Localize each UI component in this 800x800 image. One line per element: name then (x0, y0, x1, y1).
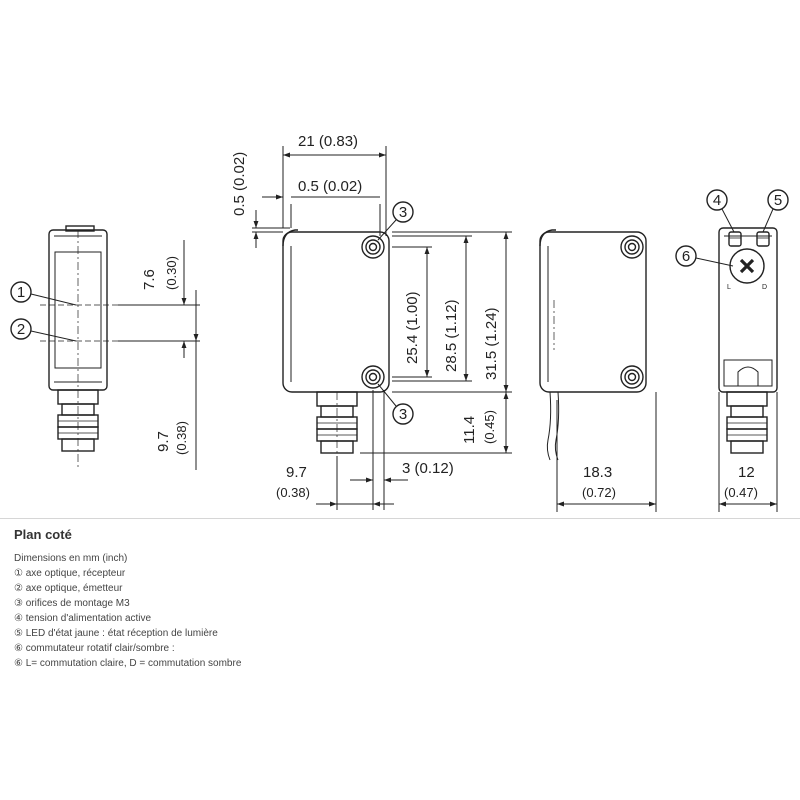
back-view (718, 227, 778, 454)
legend-line-6a: ⑥ commutateur rotatif clair/sombre : (14, 643, 175, 654)
dim-0-5-horizontal (262, 194, 381, 236)
legend-line-4: ④ tension d'alimentation active (14, 613, 152, 624)
dim-9-7-h-inch: (0.38) (276, 485, 310, 500)
front-view (40, 225, 120, 470)
dim-0-5-h-label: 0.5 (0.02) (298, 178, 362, 195)
dim-bottom (316, 390, 408, 510)
dim-9-7-h-label: 9.7 (286, 464, 307, 481)
legend-line-3: ③ orifices de montage M3 (14, 598, 130, 609)
dim-18-3-label: 18.3 (583, 464, 612, 481)
callout-3-bottom: 3 (377, 383, 414, 425)
dim-18-3 (556, 392, 657, 512)
callout-1: 1 (10, 281, 77, 306)
dim-12 (718, 392, 778, 512)
svg-text:3: 3 (399, 204, 407, 221)
dim-0-5-vertical (252, 210, 290, 248)
switch-d-label: D (762, 284, 767, 291)
dim-7-6-label: 7.6 (141, 269, 158, 290)
dimension-drawing: 1 2 7.6 (0.30) 9.7 (0.38) (10, 133, 789, 512)
dim-verticals (360, 231, 512, 454)
dim-11-4-label: 11.4 (461, 416, 478, 444)
legend-line-5: ⑤ LED d'état jaune : état réception de l… (14, 628, 218, 639)
callout-6: 6 (675, 245, 734, 267)
svg-text:2: 2 (17, 321, 25, 338)
legend-title: Plan coté (14, 527, 72, 542)
section-divider (0, 518, 800, 519)
svg-text:5: 5 (774, 192, 782, 209)
dim-3-label: 3 (0.12) (402, 460, 454, 477)
dim-25-4-label: 25.4 (1.00) (404, 291, 421, 364)
callout-5: 5 (762, 189, 789, 233)
svg-text:4: 4 (713, 192, 721, 209)
callout-2: 2 (10, 318, 77, 342)
dim-21 (282, 146, 387, 236)
legend-line-2: ② axe optique, émetteur (14, 583, 123, 594)
dim-28-5-label: 28.5 (1.12) (443, 299, 460, 372)
legend-line-units: Dimensions en mm (inch) (14, 553, 128, 564)
dim-7-6 (118, 240, 200, 358)
dim-11-4-inch: (0.45) (482, 410, 497, 444)
dim-18-3-inch: (0.72) (582, 485, 616, 500)
side-view-left (282, 229, 390, 470)
callout-4: 4 (706, 189, 735, 233)
svg-text:3: 3 (399, 406, 407, 423)
side-view-right (539, 229, 647, 461)
dim-0-5-v-label: 0.5 (0.02) (231, 152, 248, 216)
svg-text:1: 1 (17, 284, 25, 301)
dim-7-6-inch: (0.30) (164, 256, 179, 290)
dim-12-inch: (0.47) (724, 485, 758, 500)
callout-3-top: 3 (377, 201, 414, 241)
switch-l-label: L (727, 284, 731, 291)
dim-9-7-v-inch: (0.38) (174, 421, 189, 455)
dim-21-label: 21 (0.83) (298, 133, 358, 150)
dim-9-7-v-label: 9.7 (155, 431, 172, 452)
legend-line-6b: ⑥ L= commutation claire, D = commutation… (14, 658, 242, 669)
legend-line-1: ① axe optique, récepteur (14, 568, 126, 579)
svg-text:6: 6 (682, 248, 690, 265)
dim-12-label: 12 (738, 464, 755, 481)
dim-31-5-label: 31.5 (1.24) (483, 307, 500, 380)
legend: Plan coté Dimensions en mm (inch) ① axe … (14, 527, 574, 671)
